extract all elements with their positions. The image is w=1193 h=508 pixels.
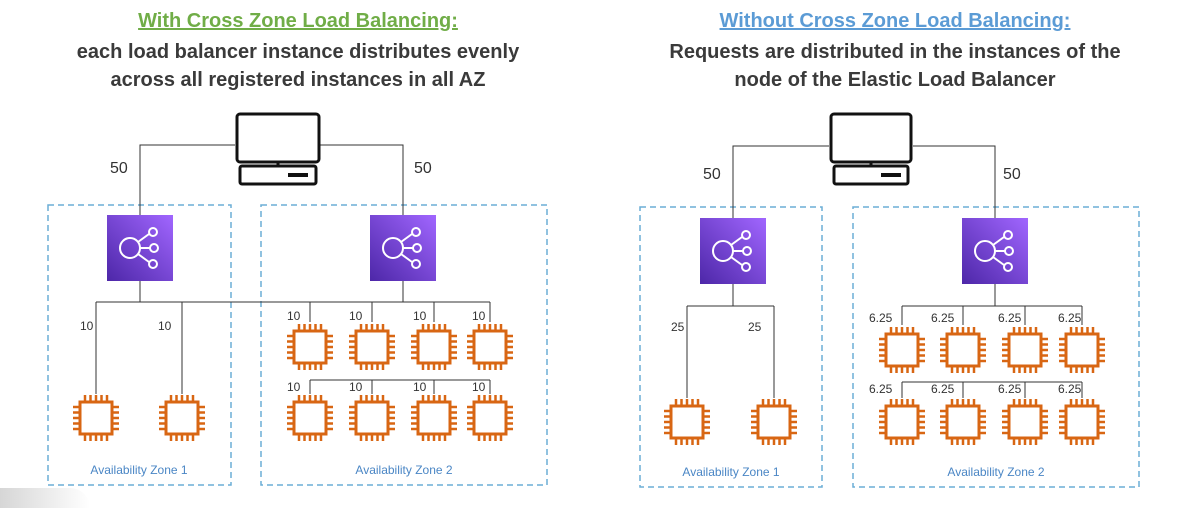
weight-label: 6.25 bbox=[998, 382, 1022, 396]
ec2-instance-chip-icon bbox=[1059, 399, 1105, 445]
ec2-instance-chip-icon bbox=[411, 395, 457, 441]
ec2-instance-chip-icon bbox=[73, 395, 119, 441]
instance-group bbox=[73, 324, 513, 441]
zone-label: Availability Zone 1 bbox=[90, 463, 187, 477]
elastic-load-balancer-icon bbox=[370, 215, 436, 281]
zone-label: Availability Zone 2 bbox=[355, 463, 452, 477]
slide-corner-shadow bbox=[0, 488, 90, 508]
ec2-instance-chip-icon bbox=[1059, 327, 1105, 373]
weight-label: 10 bbox=[287, 309, 301, 323]
ec2-instance-chip-icon bbox=[1002, 399, 1048, 445]
panel-title: Without Cross Zone Load Balancing: bbox=[719, 10, 1071, 32]
ec2-instance-chip-icon bbox=[467, 324, 513, 370]
weight-label: 6.25 bbox=[869, 382, 893, 396]
panel-subtitle: Requests are distributed in the instance… bbox=[597, 38, 1193, 94]
client-connections bbox=[732, 145, 996, 218]
weight-label: 10 bbox=[413, 380, 427, 394]
instance-group bbox=[664, 327, 1105, 445]
weight-label: 50 bbox=[1003, 166, 1021, 183]
ec2-instance-chip-icon bbox=[664, 399, 710, 445]
elastic-load-balancer-icon bbox=[700, 218, 766, 284]
ec2-instance-chip-icon bbox=[879, 399, 925, 445]
ec2-instance-chip-icon bbox=[287, 324, 333, 370]
weight-label: 6.25 bbox=[931, 311, 955, 325]
computer-icon bbox=[829, 112, 913, 186]
weight-label: 10 bbox=[287, 380, 301, 394]
routing-lines bbox=[686, 284, 1083, 398]
weight-label: 6.25 bbox=[998, 311, 1022, 325]
weight-label: 25 bbox=[748, 320, 762, 334]
weight-label: 10 bbox=[472, 309, 486, 323]
weight-label: 6.25 bbox=[1058, 311, 1082, 325]
panel-subtitle: each load balancer instance distributes … bbox=[0, 38, 596, 94]
panel-title: With Cross Zone Load Balancing: bbox=[138, 10, 458, 32]
client-connections bbox=[139, 144, 404, 215]
weight-label: 6.25 bbox=[931, 382, 955, 396]
panel-with-cross-zone: With Cross Zone Load Balancing: each loa… bbox=[0, 0, 596, 508]
ec2-instance-chip-icon bbox=[411, 324, 457, 370]
computer-icon bbox=[235, 112, 321, 186]
ec2-instance-chip-icon bbox=[287, 395, 333, 441]
panel-without-cross-zone: Without Cross Zone Load Balancing: Reque… bbox=[597, 0, 1193, 508]
subtitle-line: node of the Elastic Load Balancer bbox=[734, 69, 1056, 91]
weight-label: 10 bbox=[349, 309, 363, 323]
ec2-instance-chip-icon bbox=[751, 399, 797, 445]
ec2-instance-chip-icon bbox=[467, 395, 513, 441]
weight-label: 50 bbox=[110, 160, 128, 177]
subtitle-line: across all registered instances in all A… bbox=[110, 69, 486, 91]
ec2-instance-chip-icon bbox=[349, 324, 395, 370]
ec2-instance-chip-icon bbox=[940, 327, 986, 373]
ec2-instance-chip-icon bbox=[349, 395, 395, 441]
weight-label: 10 bbox=[158, 319, 172, 333]
ec2-instance-chip-icon bbox=[879, 327, 925, 373]
weight-label: 50 bbox=[703, 166, 721, 183]
zone-label: Availability Zone 1 bbox=[682, 465, 779, 479]
weight-label: 10 bbox=[349, 380, 363, 394]
load-balancing-diagram: Availability Zone 1 Availability Zone 2 … bbox=[47, 112, 548, 486]
subtitle-line: Requests are distributed in the instance… bbox=[669, 41, 1121, 63]
weight-label: 6.25 bbox=[869, 311, 893, 325]
ec2-instance-chip-icon bbox=[159, 395, 205, 441]
weight-label: 10 bbox=[472, 380, 486, 394]
subtitle-line: each load balancer instance distributes … bbox=[76, 41, 520, 63]
elastic-load-balancer-icon bbox=[962, 218, 1028, 284]
ec2-instance-chip-icon bbox=[1002, 327, 1048, 373]
weight-label: 25 bbox=[671, 320, 685, 334]
weight-label: 50 bbox=[414, 160, 432, 177]
weight-label: 10 bbox=[80, 319, 94, 333]
availability-zone-2-box bbox=[260, 204, 548, 486]
availability-zone-1-box bbox=[639, 206, 823, 488]
zone-label: Availability Zone 2 bbox=[947, 465, 1044, 479]
weight-label: 6.25 bbox=[1058, 382, 1082, 396]
load-balancing-diagram: Availability Zone 1 Availability Zone 2 … bbox=[639, 112, 1140, 488]
availability-zone-2-box bbox=[852, 206, 1140, 488]
ec2-instance-chip-icon bbox=[940, 399, 986, 445]
routing-lines bbox=[95, 281, 491, 394]
elastic-load-balancer-icon bbox=[107, 215, 173, 281]
weight-label: 10 bbox=[413, 309, 427, 323]
